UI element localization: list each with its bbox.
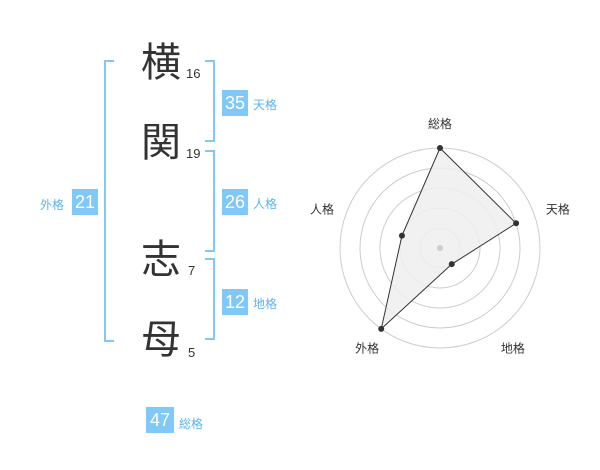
soukaku-label: 総格 — [179, 417, 204, 431]
radar-axis-label-5: 人格 — [310, 202, 334, 217]
stroke-count-4: 5 — [188, 345, 196, 360]
radar-axis-label-1: 総格 — [428, 116, 452, 131]
tenkaku-label: 天格 — [253, 98, 278, 112]
name-char-4: 母 — [141, 317, 181, 363]
radar-point-2 — [513, 220, 520, 227]
chikaku-label: 地格 — [253, 297, 278, 311]
radar-point-3 — [448, 261, 455, 268]
name-char-1: 横 — [141, 40, 181, 86]
name-char-2: 関 — [141, 120, 181, 166]
radar-data-area — [380, 147, 517, 331]
stroke-count-1: 16 — [186, 66, 201, 81]
radar-point-4 — [378, 325, 385, 332]
tenkaku-value: 35 — [222, 90, 248, 116]
chikaku-bracket — [205, 258, 215, 340]
radar-axis-label-2: 天格 — [546, 202, 570, 217]
radar-axis-label-4: 外格 — [355, 340, 379, 355]
stroke-count-2: 19 — [186, 146, 201, 161]
radar-center-dot — [437, 245, 443, 251]
stroke-count-3: 7 — [188, 263, 196, 278]
name-char-3: 志 — [141, 237, 181, 283]
radar-point-5 — [398, 232, 405, 239]
tenkaku-bracket — [205, 60, 215, 142]
jinkaku-bracket — [205, 150, 215, 252]
chikaku-value: 12 — [222, 289, 248, 315]
gaikaku-label: 外格 — [40, 198, 65, 212]
radar-axis-label-3: 地格 — [501, 340, 525, 355]
radar-point-1 — [437, 145, 443, 151]
gaikaku-value: 21 — [72, 189, 98, 215]
jinkaku-label: 人格 — [253, 197, 278, 211]
gaikaku-bracket — [104, 60, 114, 342]
jinkaku-value: 26 — [222, 189, 248, 215]
soukaku-value: 47 — [146, 407, 174, 433]
